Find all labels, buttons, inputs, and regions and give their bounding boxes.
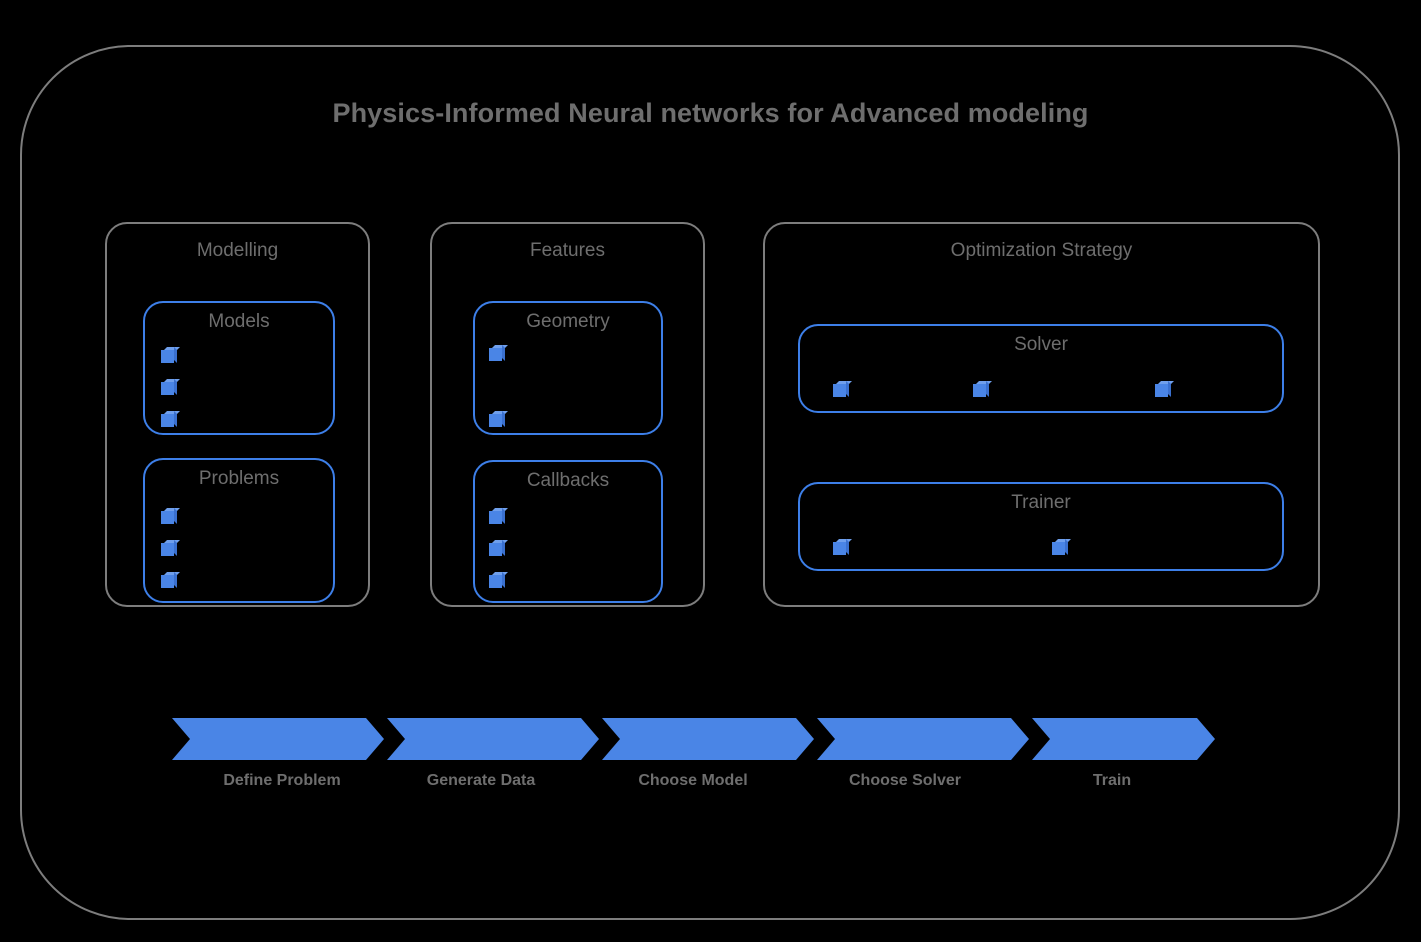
bullet-cube — [489, 345, 508, 361]
box-problems-label: Problems — [198, 468, 280, 489]
bullet-cube — [161, 379, 180, 395]
bullet-cube — [973, 381, 992, 397]
group-optimization-strategy: Optimization Strategy — [763, 222, 1320, 607]
group-optimization-label: Optimization Strategy — [950, 240, 1133, 261]
box-models-label: Models — [208, 311, 270, 332]
bullet-cube — [489, 540, 508, 556]
group-features: Features — [430, 222, 705, 607]
box-callbacks[interactable]: Callbacks — [473, 460, 663, 603]
bullet-cube — [833, 539, 852, 555]
pipeline-label-train: Train — [1092, 772, 1132, 789]
page-title: Physics-Informed Neural networks for Adv… — [332, 98, 1089, 128]
box-problems[interactable]: Problems — [143, 458, 335, 603]
pipeline-label-generate-data: Generate Data — [426, 772, 536, 789]
pipeline-step-arrow[interactable] — [172, 718, 384, 760]
outer-container — [20, 45, 1400, 920]
pipeline-label-choose-model: Choose Model — [638, 772, 748, 789]
pipeline-label-define-problem: Define Problem — [223, 772, 341, 789]
bullet-cube — [1052, 539, 1071, 555]
group-features-label: Features — [530, 240, 605, 261]
box-geometry-label: Geometry — [526, 311, 610, 332]
bullet-cube — [161, 572, 180, 588]
pipeline-step-arrow[interactable] — [817, 718, 1029, 760]
pipeline-label-choose-solver: Choose Solver — [848, 772, 962, 789]
box-solver[interactable]: Solver — [798, 324, 1284, 413]
bullet-cube — [161, 508, 180, 524]
bullet-cube — [161, 540, 180, 556]
bullet-cube — [489, 411, 508, 427]
bullet-cube — [161, 411, 180, 427]
box-solver-label: Solver — [1014, 334, 1068, 355]
group-modelling-label: Modelling — [196, 240, 279, 261]
bullet-cube — [161, 347, 180, 363]
pipeline-step-arrow[interactable] — [1032, 718, 1215, 760]
box-models[interactable]: Models — [143, 301, 335, 435]
bullet-cube — [489, 508, 508, 524]
bullet-cube — [833, 381, 852, 397]
pipeline-step-arrow[interactable] — [387, 718, 599, 760]
workflow-pipeline — [172, 718, 1215, 760]
group-modelling: Modelling — [105, 222, 370, 607]
bullet-cube — [1155, 381, 1174, 397]
box-trainer[interactable]: Trainer — [798, 482, 1284, 571]
box-callbacks-label: Callbacks — [526, 470, 610, 491]
pipeline-step-arrow[interactable] — [602, 718, 814, 760]
box-trainer-label: Trainer — [1011, 492, 1071, 513]
bullet-cube — [489, 572, 508, 588]
box-geometry[interactable]: Geometry — [473, 301, 663, 435]
